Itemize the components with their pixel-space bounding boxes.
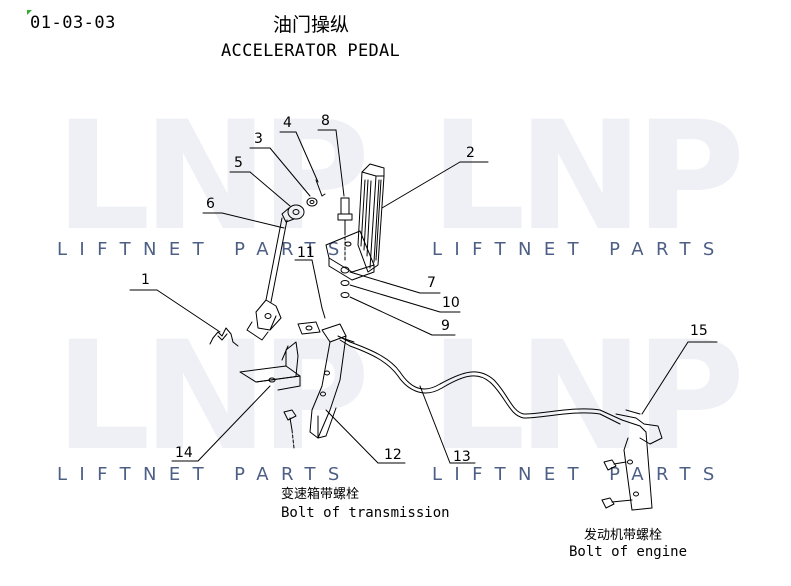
washer-9 — [340, 292, 350, 298]
transmission-bolt-label-cn: 变速箱带螺栓 — [281, 487, 360, 502]
callout-10: 10 — [442, 295, 460, 311]
callout-3: 3 — [254, 131, 263, 147]
title-chinese: 油门操纵 — [273, 14, 350, 36]
watermark-logo-bottom-right: LNP — [430, 310, 745, 484]
callout-2: 2 — [466, 145, 475, 161]
callout-12: 12 — [384, 447, 402, 463]
transmission-bolt-label-en: Bolt of transmission — [281, 505, 450, 521]
pedal-rod-6 — [246, 217, 288, 341]
callout-5: 5 — [234, 155, 243, 171]
washer-3 — [306, 197, 318, 207]
watermark-text-bottom-left: LIFTNET PARTS — [57, 464, 352, 485]
bushing-5 — [281, 204, 305, 223]
leader-lines — [129, 129, 718, 464]
throttle-cable-13 — [337, 335, 623, 425]
transmission-bolt — [283, 409, 297, 449]
engine-bolt-label-en: Bolt of engine — [569, 544, 688, 560]
watermark-logo-top-left: LNP — [55, 90, 370, 264]
callout-11: 11 — [297, 245, 315, 261]
pedal-pad — [357, 163, 385, 273]
cotter-pin-4 — [315, 179, 326, 197]
watermark-text-top-right: LIFTNET PARTS — [432, 239, 727, 260]
watermark-text-top-left: LIFTNET PARTS — [57, 239, 352, 260]
callout-1: 1 — [141, 272, 150, 288]
engine-bolts — [601, 459, 633, 509]
watermark-text-bottom-right: LIFTNET PARTS — [432, 464, 727, 485]
engine-bracket-15 — [615, 409, 663, 511]
callout-9: 9 — [441, 318, 450, 334]
callout-6: 6 — [206, 196, 215, 212]
floor-bracket-14 — [239, 341, 301, 391]
corner-marker — [27, 10, 32, 15]
watermark-logo-top-right: LNP — [430, 90, 745, 264]
lever-bracket-12 — [309, 323, 347, 439]
diagram-code: 01-03-03 — [30, 13, 116, 33]
title-english: ACCELERATOR PEDAL — [221, 41, 401, 61]
nut-7 — [340, 266, 350, 274]
washer-10 — [340, 280, 350, 286]
engine-bolt-label-cn: 发动机带螺栓 — [584, 528, 663, 543]
callout-8: 8 — [321, 113, 330, 129]
link-pin-11 — [297, 307, 326, 335]
bolt-8 — [337, 197, 353, 263]
return-spring-1 — [209, 327, 239, 347]
callout-14: 14 — [175, 445, 193, 461]
callout-13: 13 — [453, 449, 471, 465]
callout-4: 4 — [283, 115, 292, 131]
callout-7: 7 — [427, 275, 436, 291]
callout-15: 15 — [690, 323, 708, 339]
